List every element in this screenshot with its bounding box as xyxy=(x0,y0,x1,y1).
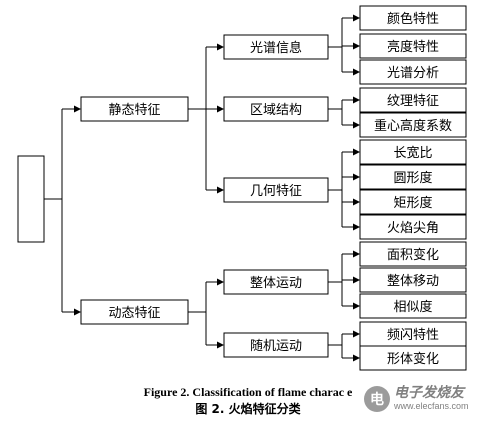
node-area-change: 面积变化 xyxy=(359,241,467,267)
node-static: 静态特征 xyxy=(80,96,189,122)
node-shape-change-box xyxy=(359,345,467,371)
node-centroid-height: 重心高度系数 xyxy=(359,112,467,138)
node-spectral-info-label: 光谱信息 xyxy=(250,40,302,56)
node-texture-box xyxy=(359,87,467,113)
node-overall-movement-label: 整体移动 xyxy=(387,274,439,289)
node-circularity: 圆形度 xyxy=(359,164,467,190)
node-random-motion-label: 随机运动 xyxy=(250,339,302,354)
node-dynamic: 动态特征 xyxy=(80,299,189,325)
node-aspect-ratio: 长宽比 xyxy=(359,139,467,165)
node-overall-movement: 整体移动 xyxy=(359,267,467,293)
watermark-text: 电子发烧友 www.elecfans.com xyxy=(394,385,469,411)
node-aspect-ratio-label: 长宽比 xyxy=(393,145,432,161)
watermark-url: www.elecfans.com xyxy=(394,400,469,411)
node-brightness-label: 亮度特性 xyxy=(387,39,439,55)
node-static-box xyxy=(80,96,189,122)
node-random-motion-box xyxy=(223,332,329,358)
watermark: 电 电子发烧友 www.elecfans.com xyxy=(364,380,492,418)
node-dynamic-label: 动态特征 xyxy=(108,306,160,321)
watermark-logo-icon: 电 xyxy=(364,386,390,412)
node-color-label: 颜色特性 xyxy=(387,11,439,27)
node-centroid-height-box xyxy=(359,112,467,138)
node-flame-tip-box xyxy=(359,214,467,240)
node-rectangularity-box xyxy=(359,189,467,215)
node-area-change-box xyxy=(359,241,467,267)
node-brightness: 亮度特性 xyxy=(359,33,467,59)
node-color-box xyxy=(359,5,467,31)
caption-chinese: 图 2. 火焰特征分类 xyxy=(195,402,301,416)
node-spectral-info: 光谱信息 xyxy=(223,34,329,60)
node-similarity: 相似度 xyxy=(359,293,467,319)
node-static-label: 静态特征 xyxy=(108,103,160,118)
node-texture-label: 纹理特征 xyxy=(387,94,439,109)
node-flicker: 频闪特性 xyxy=(359,321,467,347)
node-region-structure-label: 区域结构 xyxy=(250,103,302,118)
node-circularity-label: 圆形度 xyxy=(393,170,432,186)
node-flame-tip: 火焰尖角 xyxy=(359,214,467,240)
node-dynamic-box xyxy=(80,299,189,325)
node-spectral-analysis-label: 光谱分析 xyxy=(387,66,439,81)
node-area-change-label: 面积变化 xyxy=(387,247,439,263)
node-region-structure-box xyxy=(223,96,329,122)
node-centroid-height-label: 重心高度系数 xyxy=(374,118,452,134)
connector-lines xyxy=(44,14,360,362)
node-root-box xyxy=(17,155,45,243)
node-spectral-info-box xyxy=(223,34,329,60)
node-circularity-box xyxy=(359,164,467,190)
node-geometric: 几何特征 xyxy=(223,177,329,203)
node-texture: 纹理特征 xyxy=(359,87,467,113)
node-similarity-box xyxy=(359,293,467,319)
node-overall-movement-box xyxy=(359,267,467,293)
node-flame-tip-label: 火焰尖角 xyxy=(387,221,439,236)
node-overall-motion: 整体运动 xyxy=(223,269,329,295)
node-spectral-analysis-box xyxy=(359,59,467,85)
node-aspect-ratio-box xyxy=(359,139,467,165)
node-flicker-label: 频闪特性 xyxy=(387,328,439,343)
node-rectangularity: 矩形度 xyxy=(359,189,467,215)
node-overall-motion-box xyxy=(223,269,329,295)
node-brightness-box xyxy=(359,33,467,59)
watermark-name: 电子发烧友 xyxy=(394,385,464,402)
node-shape-change: 形体变化 xyxy=(359,345,467,371)
node-root xyxy=(17,155,45,243)
node-rectangularity-label: 矩形度 xyxy=(393,195,432,211)
node-overall-motion-label: 整体运动 xyxy=(250,276,302,291)
node-geometric-label: 几何特征 xyxy=(250,183,302,199)
node-region-structure: 区域结构 xyxy=(223,96,329,122)
node-similarity-label: 相似度 xyxy=(393,299,432,315)
node-shape-change-label: 形体变化 xyxy=(387,351,439,367)
node-color: 颜色特性 xyxy=(359,5,467,31)
node-random-motion: 随机运动 xyxy=(223,332,329,358)
node-spectral-analysis: 光谱分析 xyxy=(359,59,467,85)
caption-english: Figure 2. Classification of flame charac… xyxy=(143,385,353,399)
node-geometric-box xyxy=(223,177,329,203)
